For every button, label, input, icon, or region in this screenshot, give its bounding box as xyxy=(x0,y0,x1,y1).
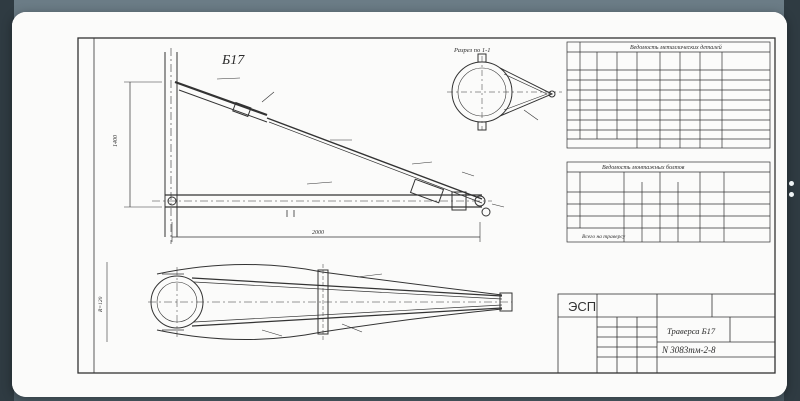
bolt-table xyxy=(566,161,771,243)
backdrop-right-strip xyxy=(784,0,800,401)
dimension-vertical: 1400 xyxy=(112,135,119,147)
backdrop-left-strip xyxy=(0,0,14,401)
dimension-side: R=120 xyxy=(98,296,104,313)
section-view xyxy=(447,53,562,131)
title-block-title: Траверса Б17 xyxy=(667,326,716,336)
engineering-drawing: Б17 1400 2000 xyxy=(12,12,787,397)
title-block xyxy=(557,293,776,374)
title-block-number: N 3083тм-2-8 xyxy=(661,345,716,355)
bolt-table-total: Всего на траверсу xyxy=(582,234,626,240)
section-label: Разрез по 1-1 xyxy=(453,47,491,54)
image-preview-card[interactable]: Б17 1400 2000 xyxy=(12,12,787,397)
bolt-table-title: Ведомость монтажных болтов xyxy=(602,164,685,171)
carousel-dot[interactable] xyxy=(789,192,794,197)
carousel-indicator xyxy=(786,175,800,197)
drawing-main-label: Б17 xyxy=(221,53,245,68)
plan-view xyxy=(106,262,513,342)
material-table xyxy=(566,41,771,149)
carousel-dot[interactable] xyxy=(789,181,794,186)
elevation-view xyxy=(124,48,505,244)
material-table-title: Ведомость металлических деталей xyxy=(630,44,722,51)
dimension-horizontal: 2000 xyxy=(312,230,324,236)
title-block-org: ЭСП xyxy=(568,299,596,314)
